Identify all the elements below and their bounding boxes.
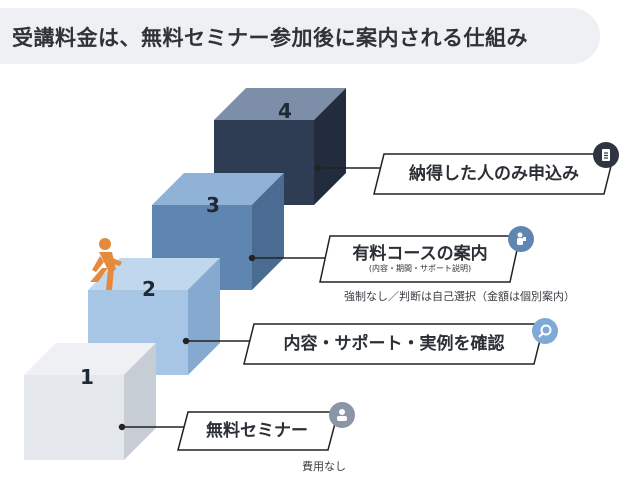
document-icon — [593, 142, 619, 168]
step-4-label: 納得した人のみ申込み — [378, 154, 610, 194]
step-2-block: 2 — [88, 258, 220, 375]
step-3-number: 3 — [206, 193, 220, 217]
step-1-number: 1 — [80, 365, 94, 389]
step-1-note: 費用なし — [302, 460, 346, 473]
step-3-label-text: 有料コースの案内 — [352, 244, 488, 264]
label-frame-step-1 — [177, 411, 339, 451]
magnifier-icon — [532, 318, 558, 344]
step-2-label: 内容・サポート・実例を確認 — [248, 324, 540, 364]
step-3-sublabel: (内容・期間・サポート説明) — [368, 264, 472, 273]
step-4-label-text: 納得した人のみ申込み — [409, 164, 579, 184]
label-frame-step-2 — [243, 323, 545, 365]
step-1-label: 無料セミナー — [182, 412, 332, 450]
label-frames — [177, 153, 615, 451]
label-frame-step-3 — [319, 235, 521, 283]
climber-figure — [90, 238, 122, 290]
guide-person-icon — [508, 226, 534, 252]
step-3-label: 有料コースの案内 (内容・期間・サポート説明) — [324, 236, 516, 282]
step-1-label-text: 無料セミナー — [206, 421, 308, 441]
connector-lines — [118, 164, 390, 431]
step-2-label-text: 内容・サポート・実例を確認 — [283, 334, 505, 354]
step-1-block: 1 — [24, 343, 156, 460]
presenter-icon — [329, 402, 355, 428]
page-title: 受講料金は、無料セミナー参加後に案内される仕組み — [12, 26, 528, 50]
step-3-note: 強制なし／判断は自己選択（金額は個別案内） — [344, 290, 575, 303]
label-frame-step-4 — [373, 153, 615, 195]
step-4-number: 4 — [278, 99, 292, 123]
title-band — [0, 8, 600, 64]
step-2-number: 2 — [142, 277, 156, 301]
